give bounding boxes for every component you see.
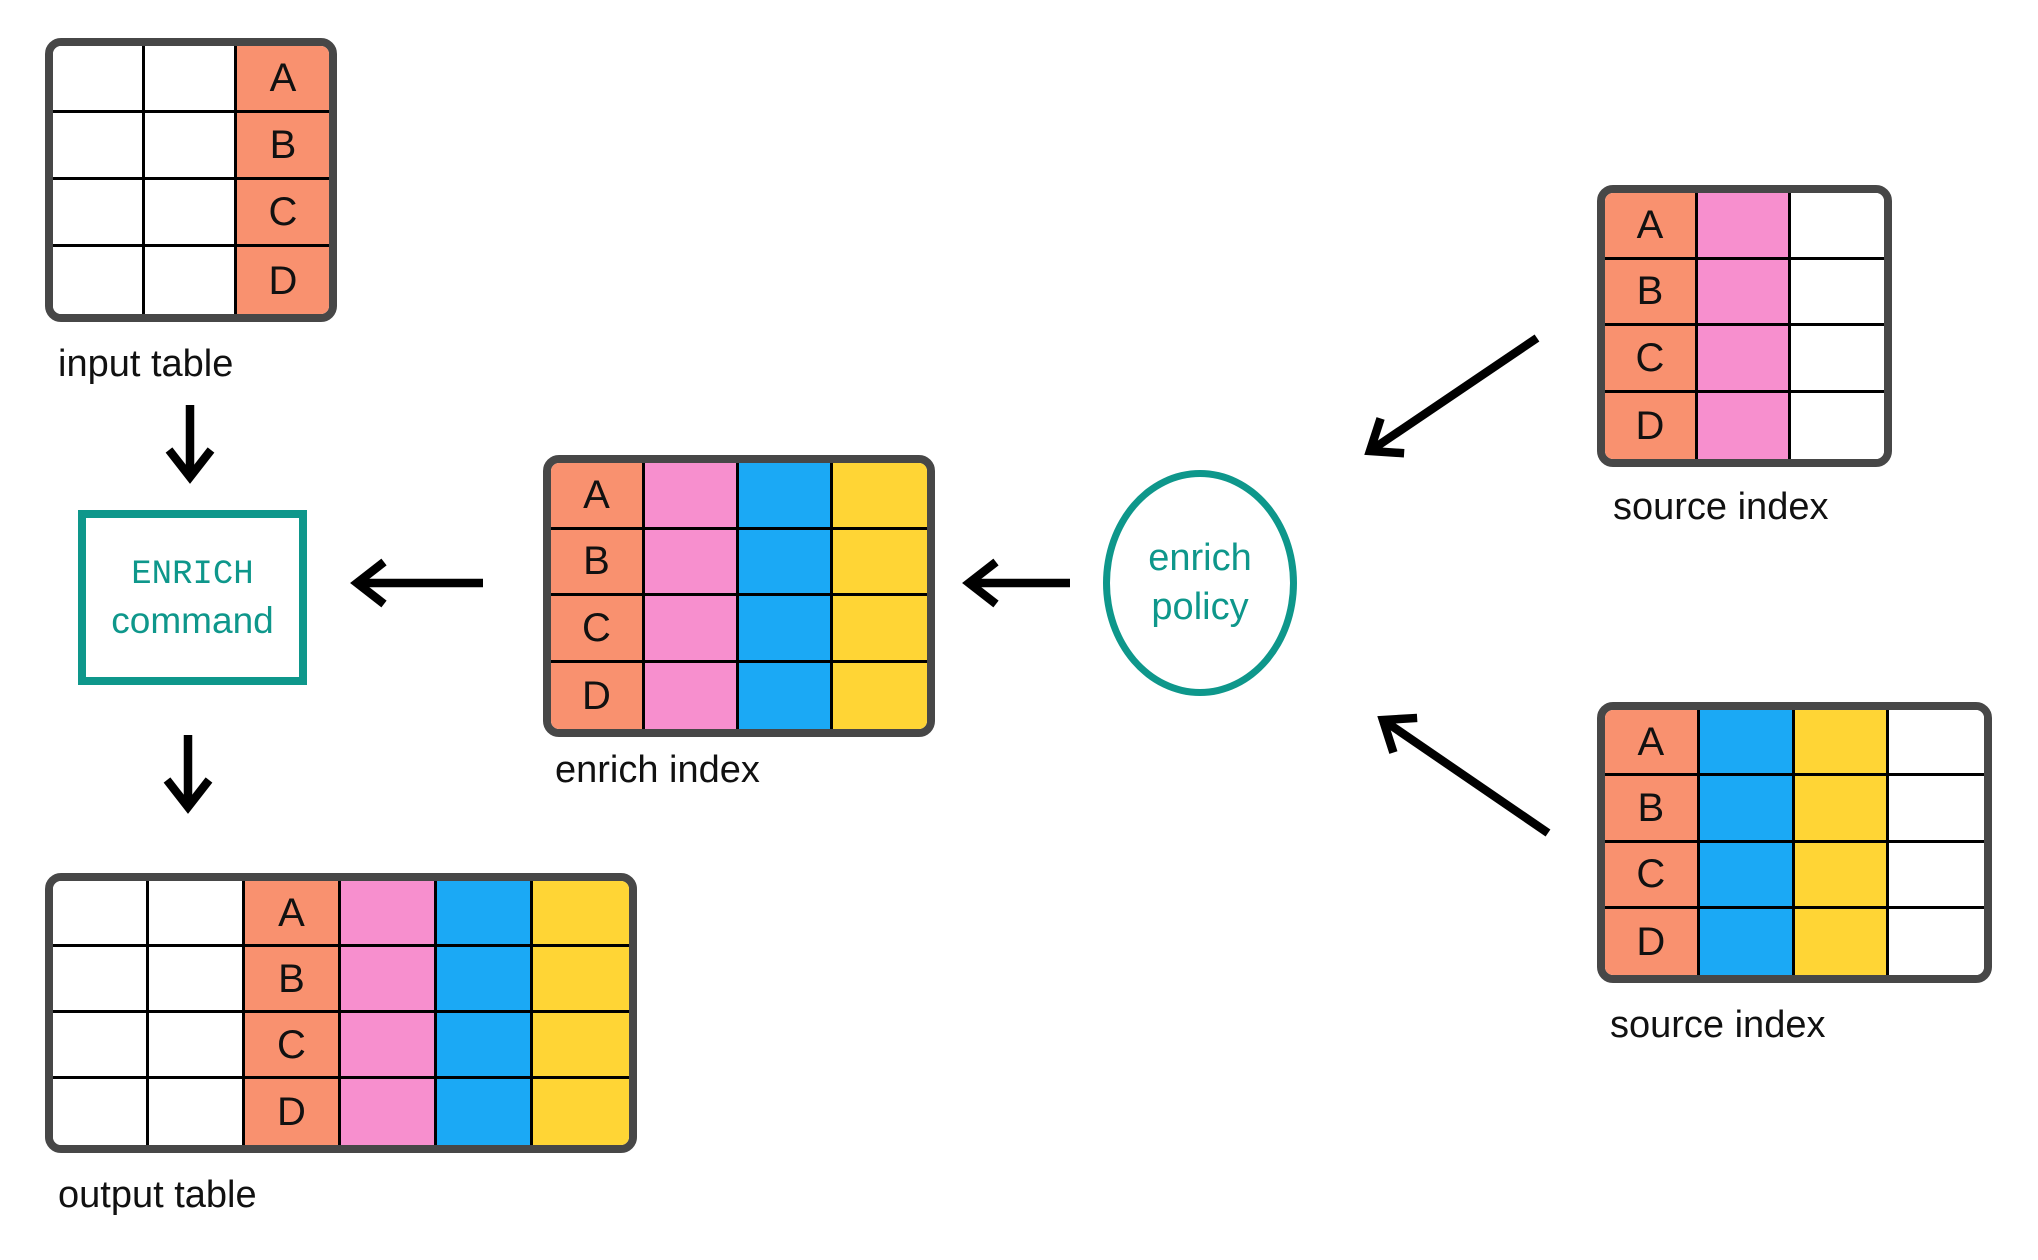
table-cell (437, 1013, 533, 1079)
table-cell (53, 1013, 149, 1079)
table-cell (145, 180, 237, 247)
table-cell (739, 662, 833, 729)
table-cell (145, 46, 237, 113)
key-cell: B (237, 113, 329, 180)
source-index-top-label: source index (1613, 486, 1829, 528)
table-cell (833, 596, 927, 663)
key-cell: B (551, 529, 645, 596)
key-cell: A (237, 46, 329, 113)
key-cell: C (1605, 326, 1698, 393)
key-cell: C (1605, 842, 1700, 909)
arrow-source-top-to-policy (1364, 334, 1540, 458)
key-cell: B (245, 947, 341, 1013)
table-cell (53, 113, 145, 180)
table-cell (149, 1013, 245, 1079)
table-cell (1791, 392, 1884, 459)
table-cell (1794, 908, 1890, 975)
table-cell (1889, 710, 1984, 777)
output-table-label: output table (58, 1174, 257, 1216)
table-cell (145, 247, 237, 314)
enrich-policy-circle: enrich policy (1103, 470, 1297, 696)
table-cell (341, 1013, 437, 1079)
table-cell (1699, 776, 1795, 843)
table-cell (533, 947, 629, 1013)
key-cell: A (1605, 710, 1700, 777)
table-cell (1699, 710, 1795, 777)
table-cell (533, 1079, 629, 1145)
key-cell: B (1605, 259, 1698, 326)
key-cell: B (1605, 776, 1700, 843)
table-cell (341, 1079, 437, 1145)
key-cell: D (1605, 392, 1698, 459)
table-cell (1699, 842, 1795, 909)
table-cell (833, 529, 927, 596)
input-table-label: input table (58, 343, 234, 385)
table-cell (437, 1079, 533, 1145)
table-cell (645, 596, 739, 663)
enrich-command-word: command (111, 599, 274, 641)
key-cell: A (245, 881, 341, 947)
table-cell (341, 881, 437, 947)
key-cell: C (245, 1013, 341, 1079)
table-cell (1698, 193, 1791, 260)
table-cell (833, 662, 927, 729)
enrich-index-label: enrich index (555, 749, 760, 791)
table-cell (739, 529, 833, 596)
key-cell: D (551, 662, 645, 729)
table-cell (437, 881, 533, 947)
table-cell (145, 113, 237, 180)
table-cell (533, 881, 629, 947)
table-cell (1889, 908, 1984, 975)
table-cell (53, 947, 149, 1013)
arrow-source-bottom-to-policy (1377, 713, 1551, 837)
table-cell (53, 881, 149, 947)
table-cell (1698, 326, 1791, 393)
table-cell (1699, 908, 1795, 975)
table-cell (149, 947, 245, 1013)
table-cell (1791, 193, 1884, 260)
table-cell (149, 881, 245, 947)
key-cell: A (551, 463, 645, 530)
table-cell (645, 529, 739, 596)
table-cell (1791, 326, 1884, 393)
enrich-command-keyword: ENRICH (131, 555, 254, 594)
table-cell (1889, 842, 1984, 909)
table-cell (645, 463, 739, 530)
table-cell (739, 463, 833, 530)
table-cell (149, 1079, 245, 1145)
source-index-bottom-label: source index (1610, 1004, 1826, 1046)
key-cell: D (245, 1079, 341, 1145)
table-cell (645, 662, 739, 729)
table-cell (1794, 710, 1890, 777)
table-cell (1794, 776, 1890, 843)
table-cell (833, 463, 927, 530)
table-cell (53, 1079, 149, 1145)
enrich-command-box: ENRICH command (78, 510, 307, 685)
table-cell (1889, 776, 1984, 843)
table-cell (739, 596, 833, 663)
table-cell (437, 947, 533, 1013)
enrich-policy-line2: policy (1151, 586, 1249, 628)
table-cell (53, 247, 145, 314)
table-cell (1791, 259, 1884, 326)
table-cell (1794, 842, 1890, 909)
key-cell: C (551, 596, 645, 663)
table-cell (1698, 392, 1791, 459)
table-cell (53, 180, 145, 247)
key-cell: A (1605, 193, 1698, 260)
enrich-policy-line1: enrich (1148, 537, 1252, 579)
table-cell (1698, 259, 1791, 326)
key-cell: D (237, 247, 329, 314)
key-cell: D (1605, 908, 1700, 975)
table-cell (53, 46, 145, 113)
key-cell: C (237, 180, 329, 247)
table-cell (341, 947, 437, 1013)
table-cell (533, 1013, 629, 1079)
